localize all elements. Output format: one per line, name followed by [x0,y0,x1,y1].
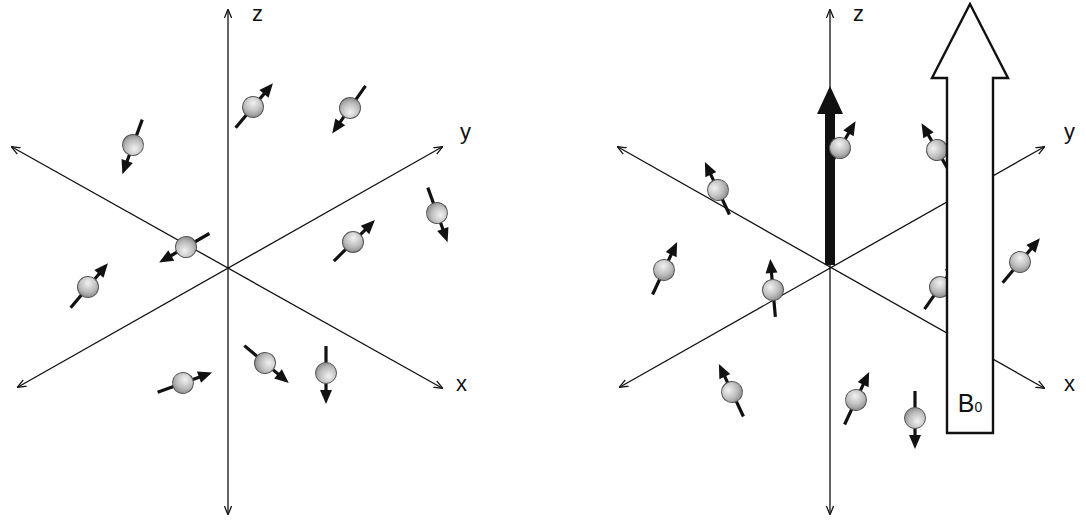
axis-label: y [460,120,471,144]
axes-left [12,10,442,514]
axis-label: y [1064,120,1075,144]
field-label: B0 [928,388,1012,422]
axis-label: z [853,2,864,26]
axis-label: x [456,372,467,396]
axis-label: z [252,2,263,26]
hollow-arrow [928,2,1012,436]
magnetization-arrow [817,86,843,265]
field-arrow: B0 [928,2,1012,436]
axis-label: x [1064,372,1075,396]
random-spins [63,77,458,404]
